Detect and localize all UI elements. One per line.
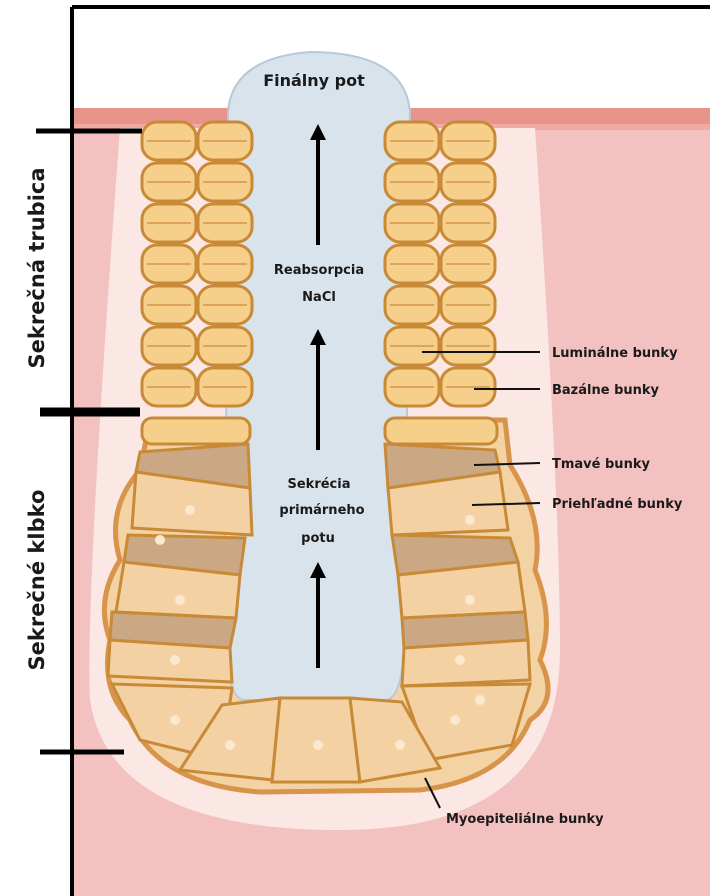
cell-nucleus (155, 535, 165, 545)
cell-nucleus (465, 595, 475, 605)
tube-cell (385, 163, 439, 201)
cell-nucleus (225, 740, 235, 750)
transition-cell (385, 418, 497, 444)
tube-cell (142, 163, 196, 201)
tube-cell (198, 368, 252, 406)
myoepithelial-cells-label: Myoepiteliálne bunky (446, 812, 604, 827)
cell-nucleus (465, 515, 475, 525)
clear-cells-label: Priehľadné bunky (552, 497, 683, 512)
cell-nucleus (313, 740, 323, 750)
tube-cell (441, 327, 495, 365)
secretory-duct-label: Sekrečná trubica (25, 167, 49, 368)
reabsorption-line-1: Reabsorpcia (274, 263, 364, 278)
tube-cell (385, 122, 439, 160)
tube-cell (441, 163, 495, 201)
cell-nucleus (395, 740, 405, 750)
dark-cells-label: Tmavé bunky (552, 457, 650, 472)
tube-cell (385, 368, 439, 406)
cell-nucleus (475, 695, 485, 705)
final-sweat-label: Finálny pot (263, 71, 365, 90)
tube-cell (142, 327, 196, 365)
tube-cell (441, 245, 495, 283)
tube-cell (385, 204, 439, 242)
tube-cell (198, 245, 252, 283)
cell-nucleus (175, 595, 185, 605)
cell-nucleus (170, 655, 180, 665)
tube-cell (198, 163, 252, 201)
clear-cell (272, 698, 360, 782)
transition-cell (142, 418, 250, 444)
cell-nucleus (170, 715, 180, 725)
secretion-line-3: potu (301, 531, 335, 546)
clear-cell (108, 640, 232, 682)
tube-cell (385, 245, 439, 283)
basal-cells-label: Bazálne bunky (552, 383, 660, 398)
tube-cell (142, 122, 196, 160)
clear-cell (402, 640, 530, 686)
tube-cell (142, 368, 196, 406)
tube-cell (441, 204, 495, 242)
secretion-line-2: primárneho (279, 503, 364, 518)
cell-nucleus (185, 505, 195, 515)
tube-cell (198, 122, 252, 160)
tube-cell (198, 327, 252, 365)
cell-nucleus (450, 715, 460, 725)
tube-cell (198, 286, 252, 324)
luminal-cells-label: Luminálne bunky (552, 346, 678, 361)
reabsorption-line-2: NaCl (302, 290, 336, 305)
tube-cell (142, 245, 196, 283)
secretion-line-1: Sekrécia (288, 477, 351, 492)
secretory-coil-label: Sekrečné klbko (25, 490, 49, 671)
cell-nucleus (455, 655, 465, 665)
tube-cell (385, 327, 439, 365)
tube-cell (441, 122, 495, 160)
tube-cell (441, 286, 495, 324)
tube-cell (142, 286, 196, 324)
tube-cell (198, 204, 252, 242)
tube-cell (385, 286, 439, 324)
tube-cell (142, 204, 196, 242)
tube-cell (441, 368, 495, 406)
